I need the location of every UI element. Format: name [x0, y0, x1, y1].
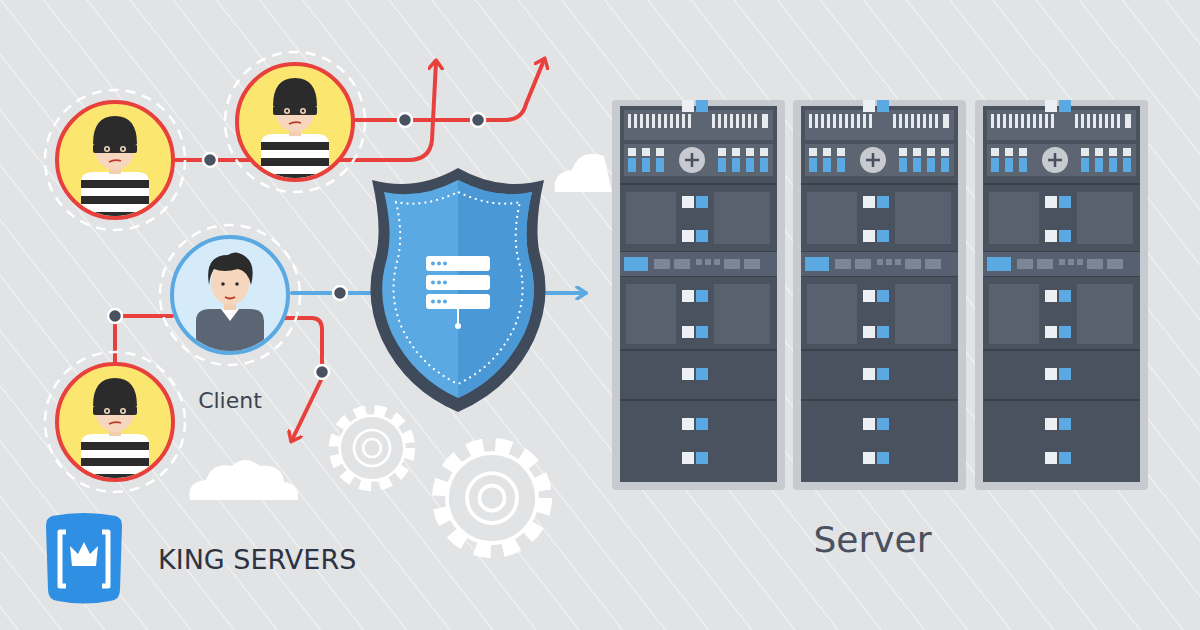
- thief-icon: [45, 352, 185, 492]
- node-label: Client: [168, 388, 292, 413]
- client-icon: [160, 225, 300, 365]
- server-rack: [612, 100, 785, 490]
- line-dot: [108, 309, 122, 323]
- line-dot: [333, 286, 347, 300]
- brand-name: KING SERVERS: [158, 544, 356, 575]
- logo-icon: [46, 513, 122, 604]
- attack-line: [354, 60, 544, 120]
- cloud: [189, 460, 298, 500]
- cloud: [555, 154, 612, 192]
- gear: [442, 448, 542, 548]
- attack-line: [115, 316, 172, 362]
- thief-icon: [225, 52, 365, 192]
- line-dot: [315, 365, 329, 379]
- line-dot: [398, 113, 412, 127]
- node-label: Server: [586, 519, 1159, 560]
- gear: [336, 412, 408, 484]
- line-dot: [203, 153, 217, 167]
- server-rack: [793, 100, 966, 490]
- server-rack: [975, 100, 1148, 490]
- attack-line: [284, 318, 322, 440]
- client-node: Client: [168, 237, 292, 417]
- line-dot: [471, 113, 485, 127]
- server-node: Server: [586, 96, 1159, 564]
- thief-icon: [45, 90, 185, 230]
- shield: [370, 168, 545, 412]
